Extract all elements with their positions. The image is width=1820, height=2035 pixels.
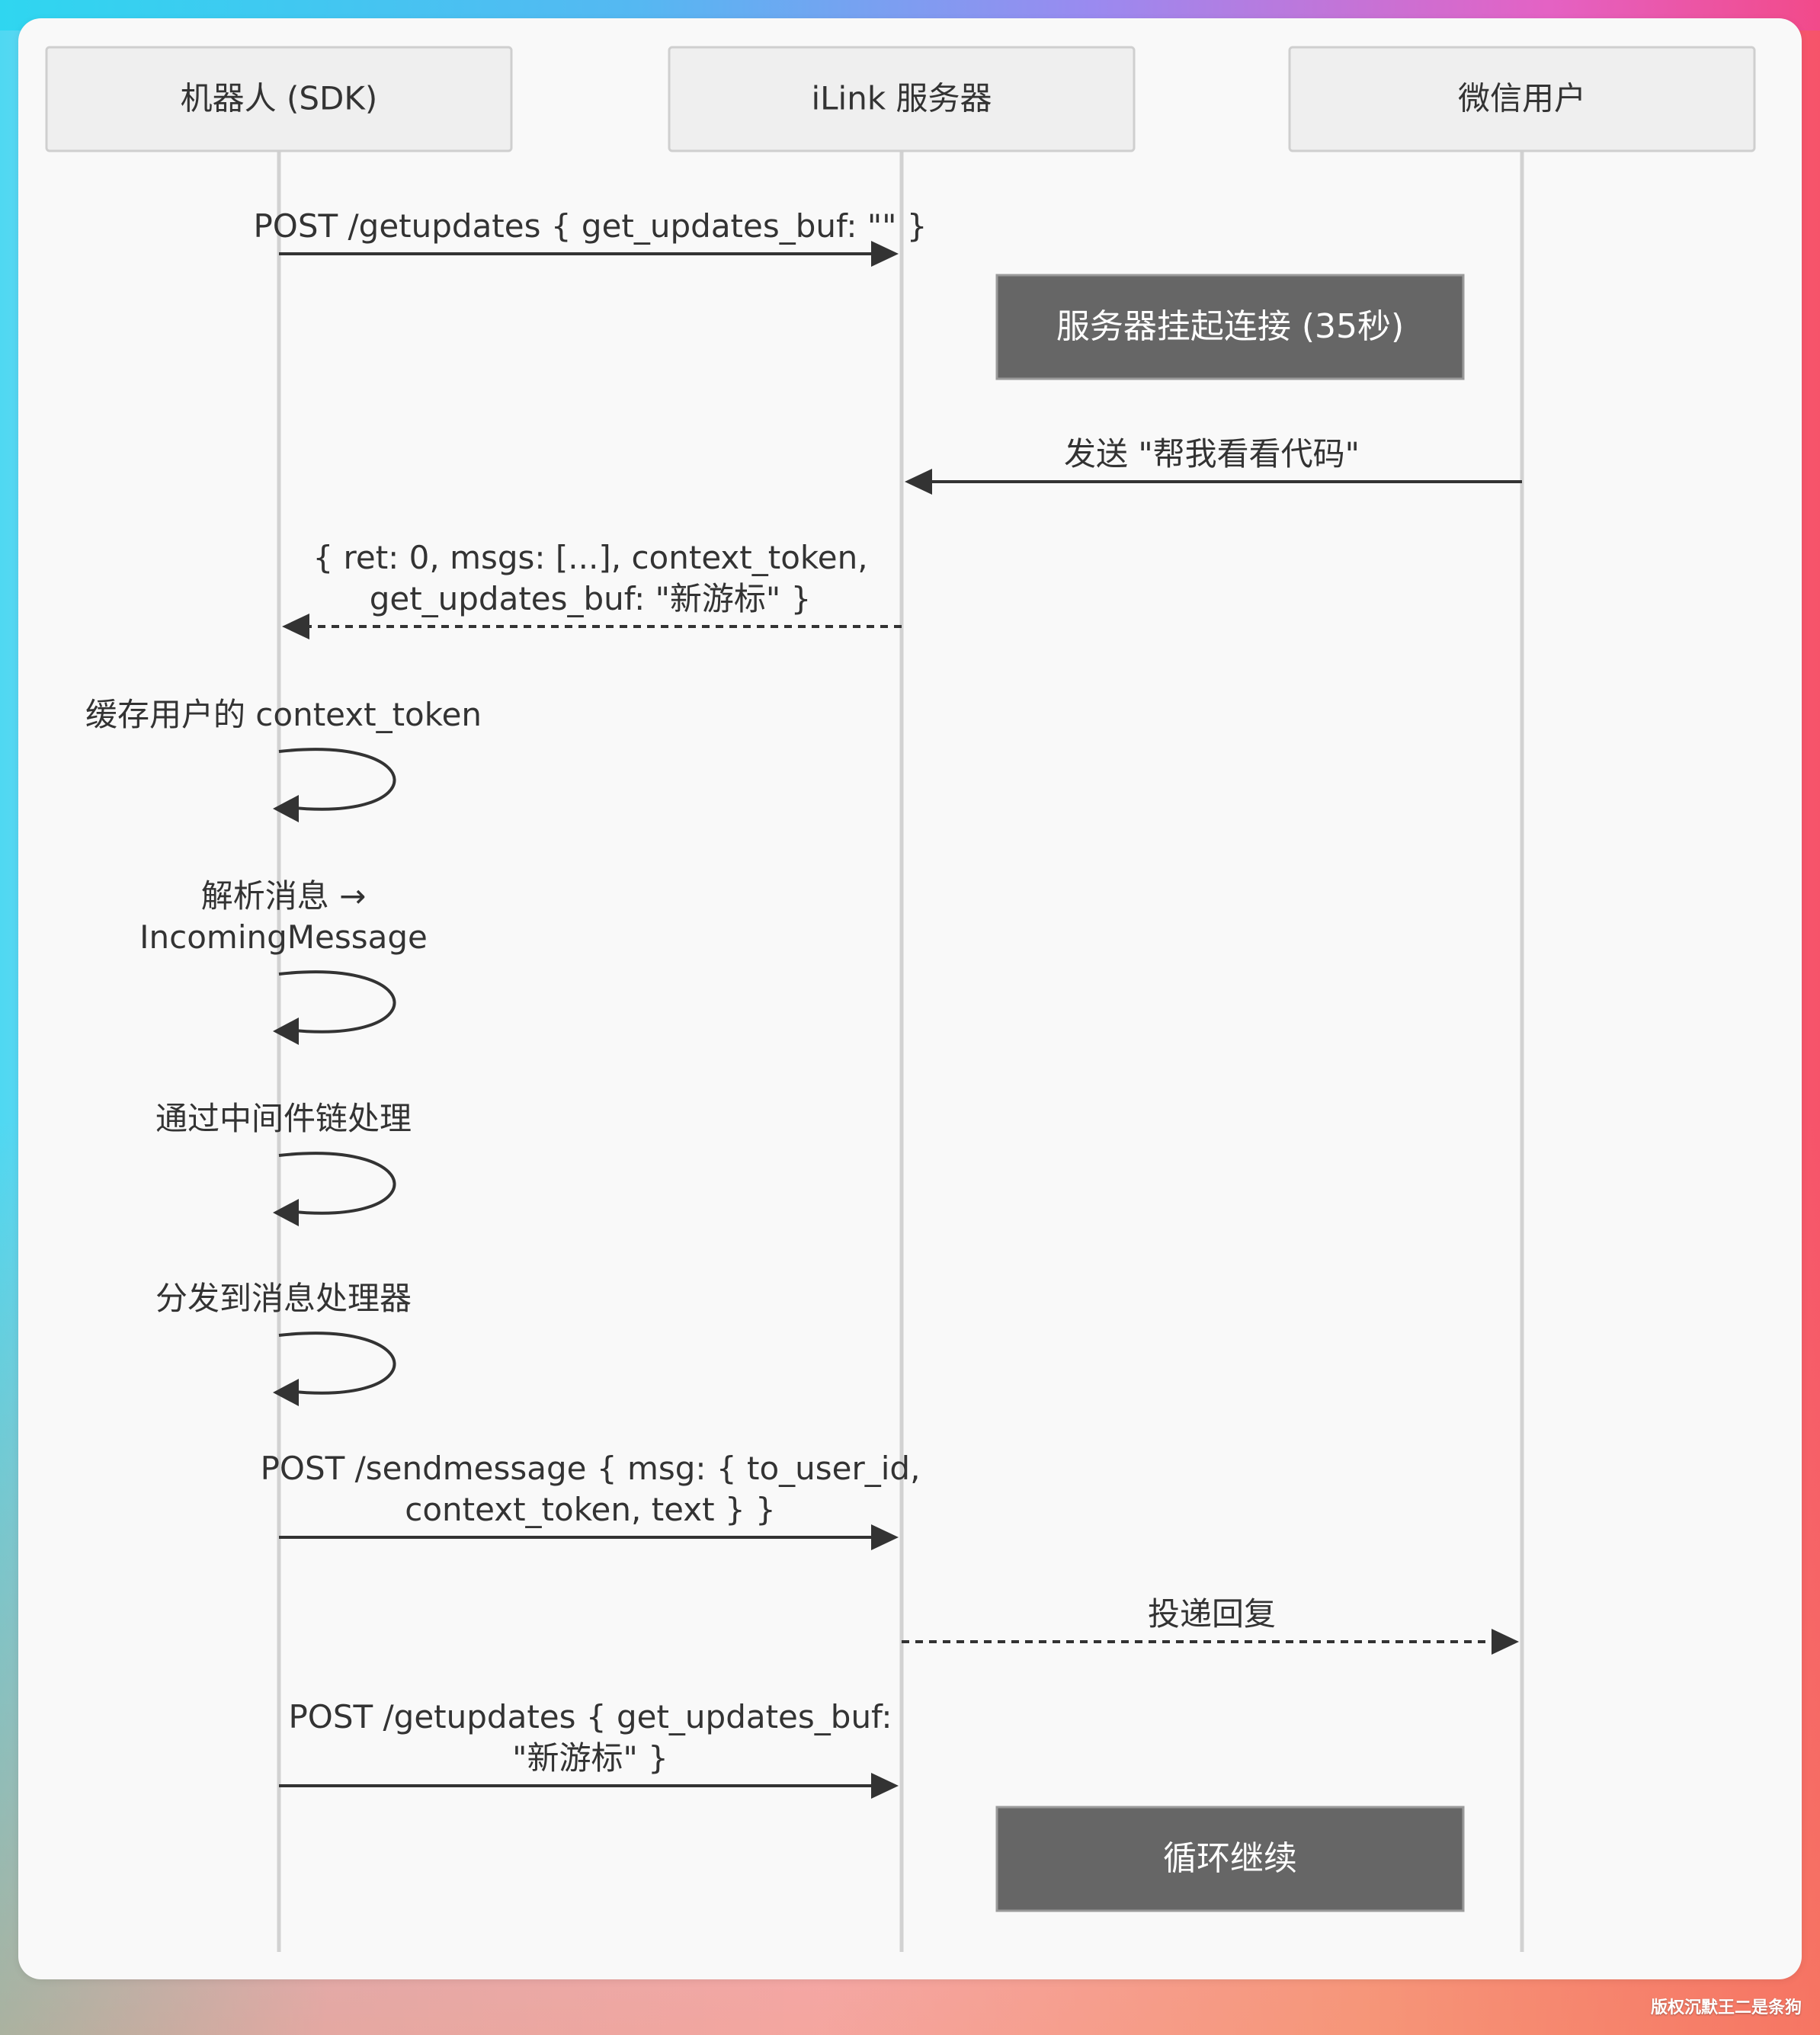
note-label: 服务器挂起连接 (35秒) — [1056, 307, 1404, 346]
message-label: "新游标" } — [512, 1739, 668, 1777]
self-message-label: 解析消息 → — [201, 877, 367, 915]
arrow-head — [871, 1524, 899, 1550]
self-loop-line — [278, 748, 396, 811]
message-server-to-user: 投递回复 — [902, 1595, 1519, 1655]
diagram-canvas: 机器人 (SDK) iLink 服务器 微信用户 POST /getupdates {… — [18, 18, 1802, 1979]
participant-server: iLink 服务器 — [668, 46, 1136, 152]
note-box — [995, 1806, 1465, 1912]
arrow-head — [273, 1199, 299, 1226]
self-loop-line — [278, 970, 396, 1034]
arrow-head — [282, 614, 309, 639]
participant-label: iLink 服务器 — [811, 80, 992, 117]
self-loop-line — [278, 1152, 396, 1215]
message-label: 发送 "帮我看看代码" — [1064, 435, 1360, 473]
note-label: 循环继续 — [1163, 1839, 1297, 1878]
arrow-head — [871, 1773, 899, 1799]
arrow-head — [273, 1018, 299, 1045]
participant-user: 微信用户 — [1288, 46, 1756, 152]
message-label: get_updates_buf: "新游标" } — [370, 580, 812, 617]
arrow-head — [905, 469, 932, 495]
self-message-label: 缓存用户的 context_token — [85, 696, 482, 733]
message-label: POST /getupdates { get_updates_buf: "" } — [253, 207, 927, 245]
self-message: 分发到消息处理器 — [155, 1280, 412, 1406]
participant-label: 微信用户 — [1458, 80, 1586, 117]
participant-box — [1288, 46, 1756, 152]
self-message-label: IncomingMessage — [139, 918, 428, 956]
message-label: 投递回复 — [1148, 1595, 1276, 1633]
arrow-head — [871, 241, 899, 267]
message-server-to-bot: { ret: 0, msgs: [...], context_token,get… — [282, 539, 902, 639]
message-label: { ret: 0, msgs: [...], context_token, — [312, 539, 867, 576]
watermark: 版权沉默王二是条狗 — [1650, 1998, 1802, 2017]
participant-box — [45, 46, 513, 152]
self-message-label: 通过中间件链处理 — [155, 1100, 412, 1137]
self-message-label: 分发到消息处理器 — [155, 1280, 412, 1317]
arrow-head — [273, 795, 299, 822]
arrow-head — [1492, 1629, 1519, 1655]
self-message: 通过中间件链处理 — [155, 1100, 412, 1226]
self-message: 解析消息 →IncomingMessage — [139, 877, 428, 1045]
message-label: POST /sendmessage { msg: { to_user_id, — [261, 1450, 921, 1487]
participant-label: 机器人 (SDK) — [181, 80, 378, 117]
note-server-hold: 服务器挂起连接 (35秒) — [995, 274, 1465, 380]
participant-bot: 机器人 (SDK) — [45, 46, 513, 152]
message-bot-to-server: POST /sendmessage { msg: { to_user_id,co… — [261, 1450, 921, 1550]
participant-box — [668, 46, 1136, 152]
message-bot-to-server: POST /getupdates { get_updates_buf: "" } — [253, 207, 928, 267]
message-label: POST /getupdates { get_updates_buf: — [288, 1698, 892, 1735]
note-box — [995, 274, 1465, 380]
message-bot-to-server: POST /getupdates { get_updates_buf: "新游标"… — [279, 1698, 899, 1799]
self-message: 缓存用户的 context_token — [85, 696, 482, 822]
note-loop-continue: 循环继续 — [995, 1806, 1465, 1912]
sequence-diagram: 机器人 (SDK) iLink 服务器 微信用户 POST /getupdates {… — [45, 46, 1756, 1952]
message-label: context_token, text } } — [405, 1491, 776, 1528]
message-user-to-server: 发送 "帮我看看代码" — [905, 435, 1522, 495]
arrow-head — [273, 1379, 299, 1406]
self-loop-line — [278, 1332, 396, 1395]
